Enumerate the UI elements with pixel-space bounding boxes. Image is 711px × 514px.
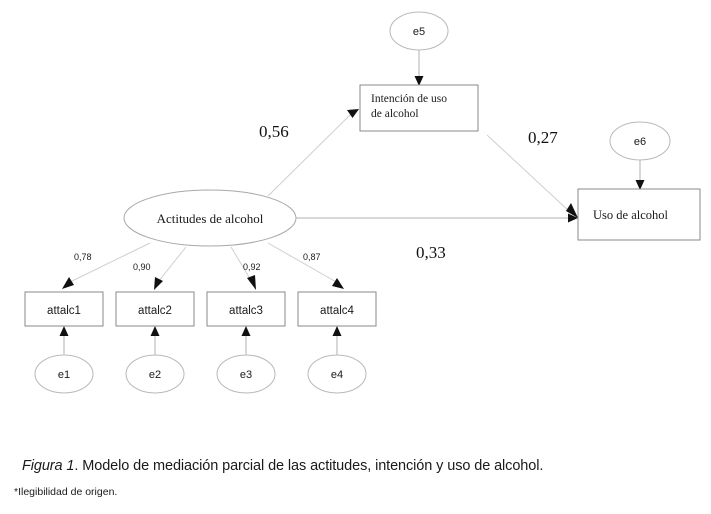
node-e1-label: e1 — [58, 369, 70, 381]
path-actitudes-to-attalc1 — [67, 242, 151, 284]
arrowhead-e2-to-attalc2 — [150, 326, 160, 336]
node-e4-label: e4 — [331, 369, 343, 381]
path-intencion-to-uso — [486, 134, 571, 213]
figure-caption-text: . Modelo de mediación parcial de las act… — [74, 458, 544, 474]
arrowhead-e1-to-attalc1 — [59, 326, 69, 336]
loading-attalc1: 0,78 — [74, 252, 92, 262]
arrowhead-actitudes-to-uso — [568, 213, 578, 223]
coefficient-intencion-to-uso: 0,27 — [528, 128, 558, 147]
loading-attalc2: 0,90 — [133, 262, 151, 272]
coefficient-actitudes-to-uso: 0,33 — [416, 243, 446, 262]
path-actitudes-to-attalc4 — [267, 242, 339, 284]
node-attalc1-label: attalc1 — [47, 305, 81, 317]
arrowhead-e4-to-attalc4 — [332, 326, 342, 336]
path-actitudes-to-intencion — [267, 112, 353, 197]
arrowhead-actitudes-to-intencion — [347, 109, 359, 118]
figure-caption-label: Figura 1 — [22, 458, 75, 474]
node-e2-label: e2 — [149, 369, 161, 381]
arrowhead-e5-to-intencion — [414, 76, 424, 86]
node-e2[interactable] — [125, 354, 185, 394]
node-attalc4[interactable] — [297, 291, 377, 327]
diagram-canvas: e5 e6 Intención de uso de alcohol Uso de… — [24, 11, 701, 394]
node-e1[interactable] — [34, 354, 94, 394]
node-actitudes-de-alcohol[interactable] — [123, 189, 297, 247]
path-actitudes-to-attalc2 — [157, 246, 187, 283]
arrowhead-actitudes-to-attalc3 — [247, 275, 256, 290]
node-actitudes-label: Actitudes de alcohol — [157, 211, 264, 226]
node-e5-label: e5 — [413, 26, 425, 38]
node-e5[interactable] — [389, 11, 449, 51]
sem-path-diagram: e5 e6 Intención de uso de alcohol Uso de… — [24, 11, 701, 394]
node-attalc2-label: attalc2 — [138, 305, 172, 317]
caption-block: Figura 1. Modelo de mediación parcial de… — [0, 430, 711, 514]
node-uso-label: Uso de alcohol — [593, 208, 669, 222]
node-attalc3-label: attalc3 — [229, 305, 263, 317]
coefficient-actitudes-to-intencion: 0,56 — [259, 122, 289, 141]
node-intencion-de-uso[interactable] — [359, 84, 479, 132]
node-attalc4-label: attalc4 — [320, 305, 354, 317]
arrowhead-actitudes-to-attalc1 — [62, 277, 74, 289]
node-intencion-label-line2: de alcohol — [371, 108, 419, 120]
node-e4[interactable] — [307, 354, 367, 394]
arrowhead-intencion-to-uso — [566, 203, 578, 218]
node-e3-label: e3 — [240, 369, 252, 381]
node-attalc1[interactable] — [24, 291, 104, 327]
loading-attalc3: 0,92 — [243, 262, 261, 272]
node-attalc3[interactable] — [206, 291, 286, 327]
node-attalc2[interactable] — [115, 291, 195, 327]
node-uso-de-alcohol[interactable] — [577, 188, 701, 241]
node-e6[interactable] — [609, 121, 671, 161]
arrowhead-e6-to-uso — [635, 180, 645, 190]
figure-caption: Figura 1. Modelo de mediación parcial de… — [22, 458, 692, 474]
figure-note: *Ilegibilidad de origen. — [14, 486, 118, 498]
loading-attalc4: 0,87 — [303, 252, 321, 262]
node-intencion-label-line1: Intención de uso — [371, 93, 447, 105]
node-e6-label: e6 — [634, 136, 646, 148]
node-e3[interactable] — [216, 354, 276, 394]
arrowhead-e3-to-attalc3 — [241, 326, 251, 336]
arrowhead-actitudes-to-attalc4 — [332, 278, 344, 289]
path-actitudes-to-attalc3 — [230, 246, 253, 283]
arrowhead-actitudes-to-attalc2 — [154, 277, 163, 290]
